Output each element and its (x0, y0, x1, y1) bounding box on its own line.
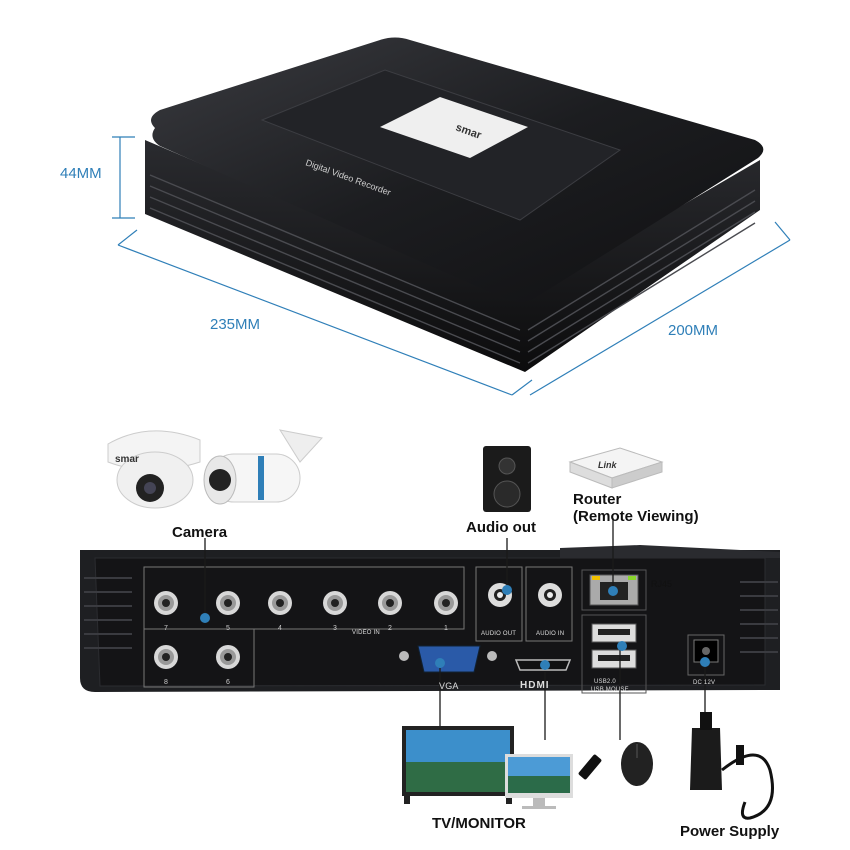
camera-brand: smar (115, 454, 139, 465)
bnc-port: 6 (216, 645, 240, 686)
connection-diagram: smar Link 7 5 4 3 2 1 8 6 (80, 429, 780, 820)
bnc-port-number: 2 (388, 625, 392, 632)
router-icon: Link (568, 447, 664, 489)
hdmi-label: HDMI (520, 680, 550, 691)
tv-icon (402, 726, 514, 804)
bnc-port: 2 (378, 591, 402, 632)
bnc-port-number: 4 (278, 625, 282, 632)
router-brand: Link (598, 460, 617, 470)
router-sub-label: (Remote Viewing) (573, 508, 699, 525)
bnc-connectors: 7 5 4 3 2 1 8 6 (154, 591, 458, 686)
dome-camera-icon: smar (107, 430, 201, 509)
mouse-icon (621, 742, 653, 786)
bnc-port-number: 6 (226, 679, 230, 686)
bnc-port: 1 (434, 591, 458, 632)
vga-label: VGA (439, 681, 459, 691)
video-in-label: VIDEO IN (352, 630, 380, 636)
bnc-port-number: 1 (444, 625, 448, 632)
bnc-port-number: 3 (333, 625, 337, 632)
power-adapter-icon (690, 712, 774, 820)
camera-label: Camera (172, 524, 228, 541)
bnc-port: 4 (268, 591, 292, 632)
bnc-port: 3 (323, 591, 347, 632)
monitor-icon (505, 754, 573, 809)
tv-monitor-label: TV/MONITOR (432, 815, 526, 832)
bnc-port-number: 5 (226, 625, 230, 632)
speaker-icon (483, 446, 531, 512)
dvr-top-view: smar Digital Video Recorder (112, 37, 791, 396)
usb-mouse-label: USB MOUSE (591, 687, 629, 693)
power-supply-label: Power Supply (680, 823, 780, 840)
rj45-label: RJ45 (651, 579, 673, 589)
depth-dimension: 200MM (668, 322, 719, 339)
bnc-port: 8 (154, 645, 178, 686)
audio-out-component-label: Audio out (466, 519, 536, 536)
usb-label: USB2.0 (594, 679, 616, 685)
audio-in-label: AUDIO IN (536, 631, 565, 637)
audio-out-label: AUDIO OUT (481, 631, 517, 637)
bnc-port-number: 7 (164, 625, 168, 632)
router-label: Router (573, 491, 622, 508)
bnc-port-number: 8 (164, 679, 168, 686)
dc-label: DC 12V (693, 680, 716, 686)
height-dimension: 44MM (60, 165, 102, 182)
usb-stick-icon (578, 754, 602, 780)
bnc-port: 7 (154, 591, 178, 632)
bullet-camera-icon (203, 429, 323, 505)
width-dimension: 235MM (210, 316, 261, 333)
bnc-port: 5 (216, 591, 240, 632)
